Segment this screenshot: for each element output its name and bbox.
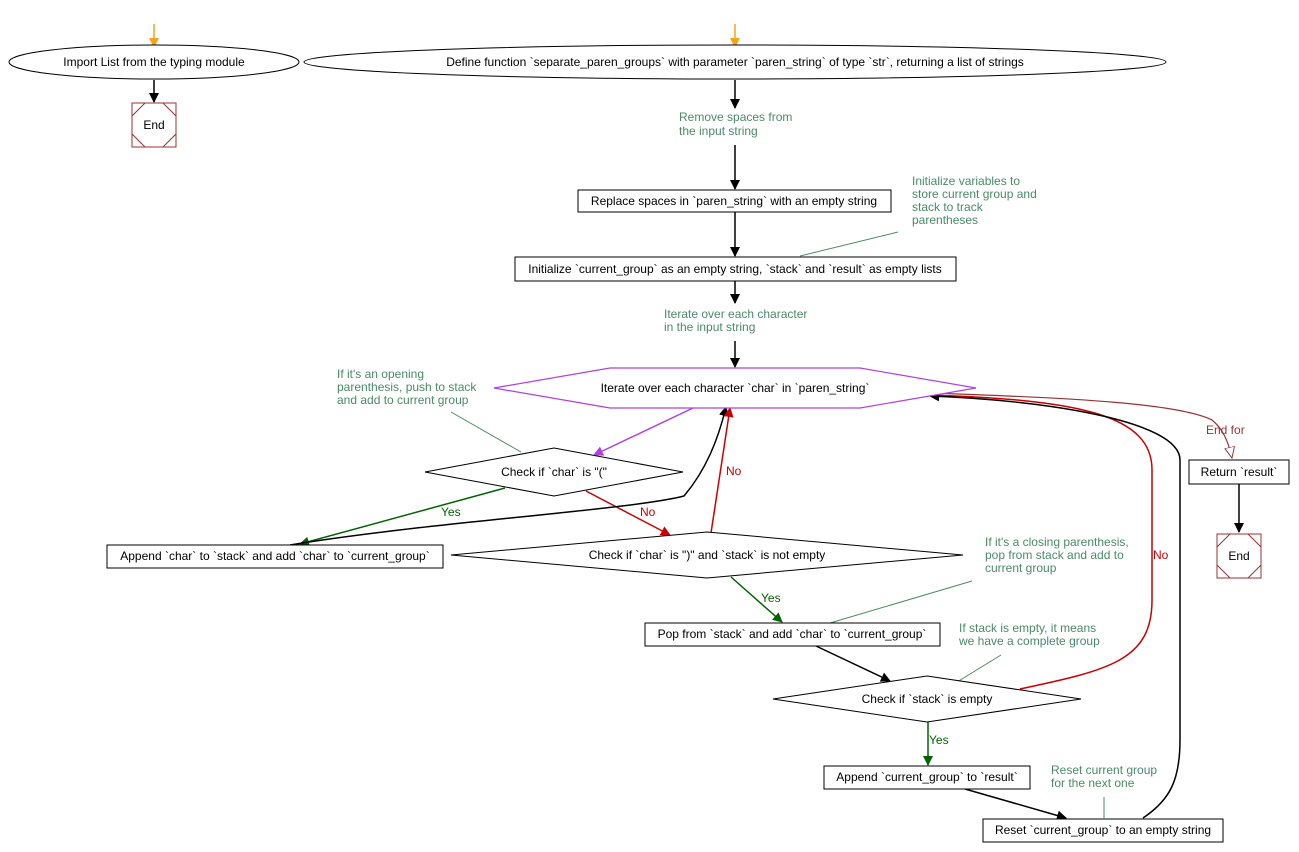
edge-label-no-check-close: No <box>640 505 656 519</box>
connector-opening <box>450 411 522 453</box>
comment-remove-spaces: Remove spaces from the input string <box>679 110 796 138</box>
connector-closing <box>829 580 973 624</box>
comment-reset-group: Reset current group for the next one <box>1051 763 1160 790</box>
edge-append-group-reset <box>964 788 1067 821</box>
edge-check-empty-iterate <box>929 390 1153 690</box>
node-replace-label: Replace spaces in `paren_string` with an… <box>591 194 877 208</box>
node-check-open[interactable]: Check if `char` is "(" <box>424 447 684 497</box>
node-check-close[interactable]: Check if `char` is ")" and `stack` is no… <box>450 531 964 579</box>
edge-iterate-check-open <box>593 407 694 456</box>
node-check-close-label: Check if `char` is ")" and `stack` is no… <box>589 548 826 562</box>
node-pop[interactable]: Pop from `stack` and add `char` to `curr… <box>644 622 941 647</box>
node-replace[interactable]: Replace spaces in `paren_string` with an… <box>577 189 892 213</box>
node-reset[interactable]: Reset `current_group` to an empty string <box>982 818 1224 843</box>
node-check-empty-label: Check if `stack` is empty <box>862 692 993 706</box>
edge-label-no-loop: No <box>1153 548 1169 562</box>
node-append-char[interactable]: Append `char` to `stack` and add `char` … <box>106 544 444 569</box>
edge-label-yes-pop: Yes <box>761 591 781 605</box>
edge-label-no-iterate: No <box>726 464 742 478</box>
node-pop-label: Pop from `stack` and add `char` to `curr… <box>658 627 927 641</box>
comment-closing: If it's a closing parenthesis, pop from … <box>985 535 1132 575</box>
node-init[interactable]: Initialize `current_group` as an empty s… <box>514 256 957 282</box>
node-end-1-label: End <box>143 118 164 132</box>
edges <box>149 24 1244 821</box>
comment-opening: If it's an opening parenthesis, push to … <box>337 367 480 407</box>
node-define[interactable]: Define function `separate_paren_groups` … <box>303 44 1167 80</box>
nodes: Import List from the typing module End D… <box>8 44 1290 843</box>
edge-check-open-append <box>299 487 506 547</box>
edge-check-close-pop <box>730 576 783 623</box>
edge-iterate-return <box>929 392 1232 458</box>
comment-init-vars: Initialize variables to store current gr… <box>912 174 1040 227</box>
node-reset-label: Reset `current_group` to an empty string <box>995 823 1211 837</box>
edge-label-yes-append-group: Yes <box>929 733 949 747</box>
edge-reset-iterate <box>929 391 1181 819</box>
edge-labels: Yes No No Yes Yes No End for <box>441 423 1245 747</box>
node-return[interactable]: Return `result` <box>1188 459 1290 485</box>
node-iterate-label: Iterate over each character `char` in `p… <box>601 381 870 395</box>
edge-label-yes-append: Yes <box>441 505 461 519</box>
node-append-group-label: Append `current_group` to `result` <box>836 770 1017 784</box>
comment-stack-empty: If stack is empty, it means we have a co… <box>958 621 1100 648</box>
comments: Remove spaces from the input string Init… <box>337 110 1160 790</box>
edge-check-open-check-close <box>585 490 671 536</box>
node-define-label: Define function `separate_paren_groups` … <box>446 55 1024 69</box>
node-check-open-label: Check if `char` is "(" <box>501 465 607 479</box>
connector-stack-empty <box>956 654 1002 683</box>
node-import[interactable]: Import List from the typing module <box>8 44 300 80</box>
connector-init-vars <box>799 231 899 257</box>
edge-pop-check-empty <box>815 645 891 682</box>
node-end-1[interactable]: End <box>131 102 177 148</box>
comment-connectors <box>450 231 1105 818</box>
node-end-2-label: End <box>1228 549 1249 563</box>
comment-iterate-chars: Iterate over each character in the input… <box>664 307 811 334</box>
node-return-label: Return `result` <box>1201 465 1278 479</box>
edge-check-close-iterate <box>710 407 734 534</box>
node-import-label: Import List from the typing module <box>63 55 245 69</box>
edge-append-iterate <box>289 406 729 546</box>
edge-label-end-for: End for <box>1206 423 1245 437</box>
node-end-2[interactable]: End <box>1216 533 1262 579</box>
node-append-group[interactable]: Append `current_group` to `result` <box>823 765 1031 790</box>
node-init-label: Initialize `current_group` as an empty s… <box>528 262 941 276</box>
node-append-char-label: Append `char` to `stack` and add `char` … <box>120 549 429 563</box>
node-check-empty[interactable]: Check if `stack` is empty <box>772 675 1082 723</box>
node-iterate[interactable]: Iterate over each character `char` in `p… <box>493 367 977 409</box>
